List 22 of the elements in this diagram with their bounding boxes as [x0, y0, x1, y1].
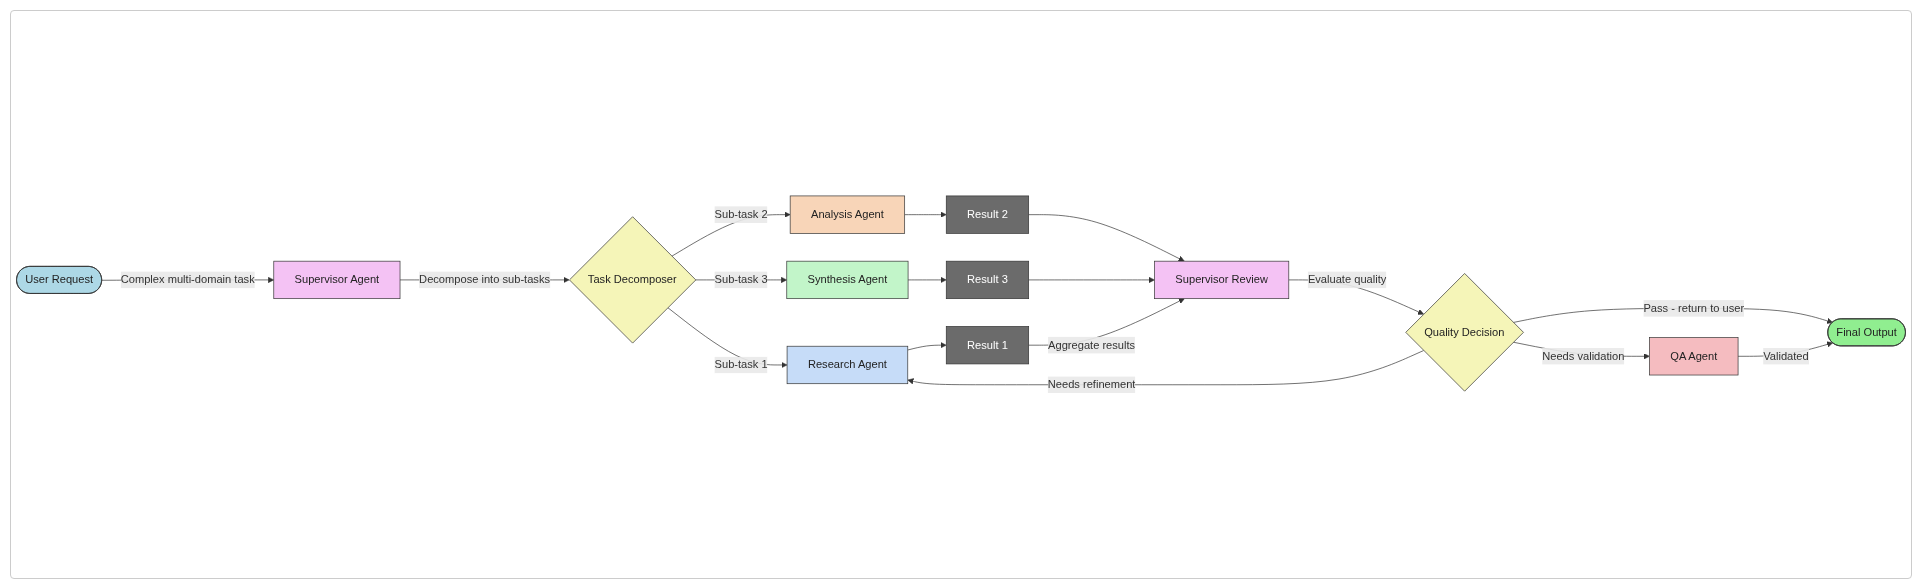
edge-label: Pass - return to user [1643, 302, 1745, 314]
edge-label: Complex multi-domain task [120, 273, 255, 286]
node-box: Supervisor Review [1154, 260, 1290, 299]
edge-label: Sub-task 1 [714, 358, 768, 371]
edge-label: Decompose into sub-tasks [419, 273, 551, 286]
node-box: Analysis Agent [789, 195, 906, 234]
edge-label: Needs validation [1542, 350, 1625, 362]
node-diamond: Task Decomposer [569, 216, 697, 344]
node-diamond: Quality Decision [1405, 273, 1524, 392]
node-box: Supervisor Agent [273, 260, 401, 299]
node-box: Research Agent [786, 345, 909, 385]
edge-label: Sub-task 3 [714, 273, 768, 286]
node-box: QA Agent [1649, 337, 1739, 376]
node-box: Result 2 [945, 195, 1029, 234]
node-box: Result 3 [945, 260, 1029, 299]
edge-label: Validated [1763, 350, 1809, 362]
edge-label: Sub-task 2 [714, 208, 768, 221]
edge-label: Evaluate quality [1307, 273, 1387, 286]
edge-label: Needs refinement [1047, 378, 1136, 391]
edge-label: Aggregate results [1048, 338, 1136, 351]
node-box: Synthesis Agent [786, 260, 909, 299]
node-box: Result 1 [945, 326, 1029, 365]
